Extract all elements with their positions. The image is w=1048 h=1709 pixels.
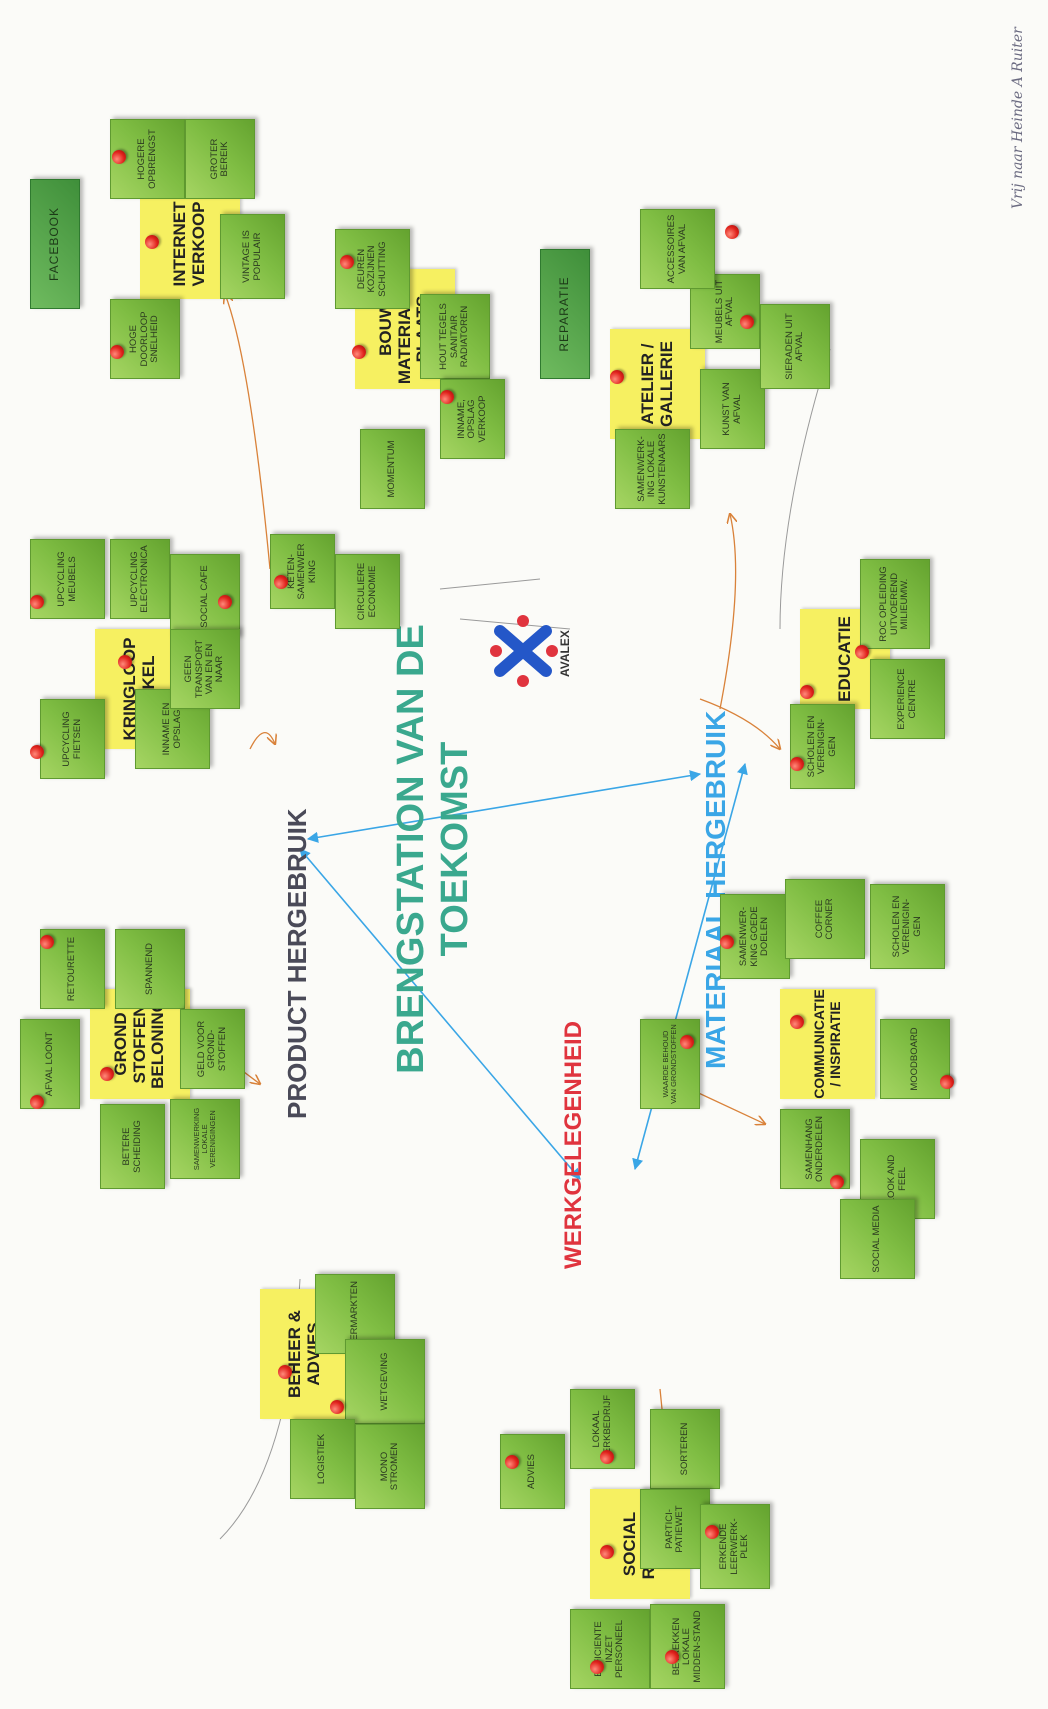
note-afval-loont: AFVAL LOONT bbox=[20, 1019, 80, 1109]
pin bbox=[340, 255, 354, 269]
title-line-1: BRENGSTATION VAN DE bbox=[390, 624, 432, 1074]
line-top bbox=[459, 618, 571, 630]
note-scholen-verenigingen-educatie: SCHOLEN EN VERENIGIN-GEN bbox=[790, 704, 855, 789]
pin bbox=[680, 1035, 694, 1049]
pin bbox=[800, 685, 814, 699]
pin bbox=[278, 1365, 292, 1379]
note-samenwerking-kunstenaars: SAMENWERK-ING LOKALE KUNSTENAARS bbox=[615, 429, 690, 509]
hub-werk: WERKGELEGENHEID bbox=[560, 1020, 587, 1269]
hub-materiaal: MATERIAAL HERGEBRUIK bbox=[700, 710, 731, 1069]
pin bbox=[110, 345, 124, 359]
pin bbox=[118, 655, 132, 669]
arrow-to-educatie bbox=[699, 698, 780, 749]
pin bbox=[440, 390, 454, 404]
note-ketensamenwerking: KETEN-SAMENWER KING bbox=[270, 534, 335, 609]
note-roc-opleiding: ROC OPLEIDING UITVOEREND MILIEUMW. bbox=[860, 559, 930, 649]
note-advies: ADVIES bbox=[500, 1434, 565, 1509]
arrow-product-materiaal bbox=[306, 770, 702, 843]
pin bbox=[940, 1075, 954, 1089]
pin bbox=[720, 935, 734, 949]
pin bbox=[112, 150, 126, 164]
pin bbox=[30, 595, 44, 609]
note-geld-voor-grondstoffen: GELD VOOR GROND-STOFFEN bbox=[180, 1009, 245, 1089]
note-kunst-van-afval: KUNST VAN AFVAL bbox=[700, 369, 765, 449]
pin bbox=[725, 225, 739, 239]
avalex-logo: AVALEX bbox=[488, 609, 572, 689]
pin bbox=[40, 935, 54, 949]
note-deuren-kozijnen: DEUREN KOZIJNEN SCHUTTING bbox=[335, 229, 410, 309]
note-social-media: SOCIAL MEDIA bbox=[840, 1199, 915, 1279]
pin bbox=[218, 595, 232, 609]
cluster-communicatie-title: COMMUNICATIE / INSPIRATIE bbox=[780, 989, 875, 1099]
pin bbox=[610, 370, 624, 384]
note-coffee-corner: COFFEE CORNER bbox=[785, 879, 865, 959]
pin bbox=[30, 1095, 44, 1109]
pin bbox=[352, 345, 366, 359]
note-hout-tegels: HOUT TEGELS SANITAIR RADIATOREN bbox=[420, 294, 490, 379]
pin bbox=[145, 235, 159, 249]
pin bbox=[600, 1450, 614, 1464]
arrow-to-internet bbox=[225, 294, 271, 570]
note-moodboard: MOODBOARD bbox=[880, 1019, 950, 1099]
avalex-x-icon bbox=[490, 615, 558, 687]
tag-facebook: FACEBOOK bbox=[30, 179, 80, 309]
pin bbox=[330, 1400, 344, 1414]
note-geen-transport: GEEN TRANSPORT VAN EN EN NAAR bbox=[170, 629, 240, 709]
note-circulaire-economie: CIRCULIERE ECONOMIE bbox=[335, 554, 400, 629]
note-momentum: MOMENTUM bbox=[360, 429, 425, 509]
note-hoge-doorloop: HOGE DOORLOOP SNELHEID bbox=[110, 299, 180, 379]
note-upcycling-electronica: UPCYCLING ELECTRONICA bbox=[110, 539, 170, 619]
avalex-logo-text: AVALEX bbox=[558, 630, 572, 677]
arrow-to-kringloop bbox=[249, 732, 275, 750]
note-upcycling-fietsen: UPCYCLING FIETSEN bbox=[40, 699, 105, 779]
arrow-product-werk bbox=[299, 848, 581, 1180]
pin bbox=[505, 1455, 519, 1469]
pin bbox=[705, 1525, 719, 1539]
note-accessoires-van-afval: ACCESSOIRES VAN AFVAL bbox=[640, 209, 715, 289]
note-samenwerking-lokale: SAMENWERKING LOKALE VERENIGINGEN bbox=[170, 1099, 240, 1179]
pin bbox=[665, 1650, 679, 1664]
note-wetgeving: WETGEVING bbox=[345, 1339, 425, 1424]
arrow-to-communicatie bbox=[689, 1088, 765, 1124]
pin bbox=[855, 645, 869, 659]
line-outer-right bbox=[779, 348, 831, 630]
note-sieraden-uit-afval: SIERADEN UIT AFVAL bbox=[760, 304, 830, 389]
pin bbox=[740, 315, 754, 329]
arrow-to-atelier bbox=[719, 514, 736, 710]
note-groter-bereik: GROTER BEREIK bbox=[185, 119, 255, 199]
pin bbox=[30, 745, 44, 759]
tag-reparatie: REPARATIE bbox=[540, 249, 590, 379]
page-title: BRENGSTATION VAN DE TOEKOMST bbox=[390, 549, 477, 1149]
pin bbox=[274, 575, 288, 589]
signature: Vrij naar Heinde A Ruiter bbox=[1010, 27, 1026, 209]
title-line-2: TOEKOMST bbox=[433, 741, 476, 957]
pin bbox=[790, 1015, 804, 1029]
note-waarde-behoud: WAARDE BEHOUD VAN GRONDSTOFFEN bbox=[640, 1019, 700, 1109]
note-experience-centre: EXPERIENCE CENTRE bbox=[870, 659, 945, 739]
note-spannend: SPANNEND bbox=[115, 929, 185, 1009]
pin bbox=[600, 1545, 614, 1559]
pin bbox=[590, 1660, 604, 1674]
pin bbox=[100, 1067, 114, 1081]
note-vintage-populair: VINTAGE IS POPULAIR bbox=[220, 214, 285, 299]
note-mono-stromen: MONO STROMEN bbox=[355, 1424, 425, 1509]
note-scholen-verenigingen-comm: SCHOLEN EN VERENIGIN-GEN bbox=[870, 884, 945, 969]
note-sorteren: SORTEREN bbox=[650, 1409, 720, 1489]
note-efficiente-inzet: EFFICIENTE INZET PERSONEEL bbox=[570, 1609, 650, 1689]
hub-product: PRODUCT HERGEBRUIK bbox=[282, 808, 312, 1119]
note-betrekken-lokale: BETREKKEN LOKALE MIDDEN-STAND bbox=[650, 1604, 725, 1689]
pin bbox=[830, 1175, 844, 1189]
note-erkende-leerwerkplek: ERKENDE LEERWERK-PLEK bbox=[700, 1504, 770, 1589]
note-betere-scheiding: BETERE SCHEIDING bbox=[100, 1104, 165, 1189]
line-keten bbox=[439, 578, 541, 590]
note-logistiek: LOGISTIEK bbox=[290, 1419, 355, 1499]
pin bbox=[790, 757, 804, 771]
